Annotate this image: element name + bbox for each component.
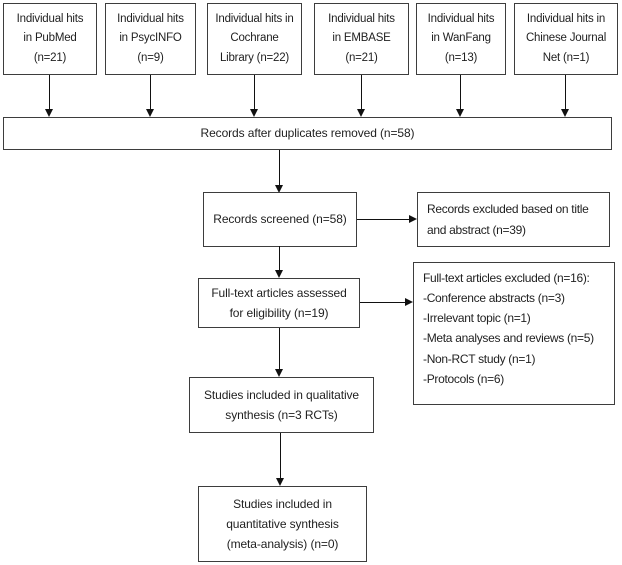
- fulltext-assessed-box: Full-text articles assessed for eligibil…: [198, 278, 360, 328]
- right-arrow-icon: [360, 297, 413, 306]
- down-arrow-icon: [275, 433, 284, 486]
- source-box-cochrane-label: Individual hits in Cochrane Library (n=2…: [215, 13, 294, 64]
- qualitative-synthesis-box: Studies included in qualitative synthesi…: [189, 377, 374, 433]
- down-arrow-icon: [274, 246, 283, 278]
- qualitative-synthesis-label: Studies included in qualitative synthesi…: [203, 387, 359, 422]
- source-box-embase: Individual hits in EMBASE (n=21): [314, 3, 409, 75]
- quantitative-synthesis-box: Studies included in quantitative synthes…: [198, 486, 367, 562]
- source-box-cochrane: Individual hits in Cochrane Library (n=2…: [207, 3, 302, 75]
- down-arrow-icon: [44, 75, 53, 117]
- down-arrow-icon: [249, 75, 258, 117]
- fulltext-excluded-label: Full-text articles excluded (n=16): -Con…: [423, 271, 594, 386]
- down-arrow-icon: [356, 75, 365, 117]
- down-arrow-icon: [560, 75, 569, 117]
- down-arrow-icon: [274, 328, 283, 377]
- records-excluded-label: Records excluded based on title and abst…: [427, 202, 589, 237]
- down-arrow-icon: [145, 75, 154, 117]
- down-arrow-icon: [455, 75, 464, 117]
- fulltext-excluded-box: Full-text articles excluded (n=16): -Con…: [413, 262, 615, 405]
- duplicates-removed-label: Records after duplicates removed (n=58): [200, 126, 415, 141]
- source-box-embase-label: Individual hits in EMBASE (n=21): [328, 13, 395, 64]
- down-arrow-icon: [274, 150, 283, 193]
- source-box-psycinfo-label: Individual hits in PsycINFO (n=9): [117, 13, 184, 64]
- fulltext-assessed-label: Full-text articles assessed for eligibil…: [211, 285, 347, 320]
- right-arrow-icon: [357, 214, 417, 223]
- records-excluded-box: Records excluded based on title and abst…: [417, 192, 610, 247]
- quantitative-synthesis-label: Studies included in quantitative synthes…: [226, 496, 339, 552]
- source-box-pubmed: Individual hits in PubMed (n=21): [3, 3, 97, 75]
- source-box-chinese-journal-net: Individual hits in Chinese Journal Net (…: [514, 3, 618, 75]
- duplicates-removed-box: Records after duplicates removed (n=58): [3, 117, 612, 150]
- records-screened-box: Records screened (n=58): [203, 192, 357, 247]
- source-box-psycinfo: Individual hits in PsycINFO (n=9): [105, 3, 196, 75]
- source-box-chinese-journal-net-label: Individual hits in Chinese Journal Net (…: [525, 13, 607, 64]
- source-box-wanfang: Individual hits in WanFang (n=13): [416, 3, 506, 75]
- records-screened-label: Records screened (n=58): [213, 212, 347, 227]
- source-box-wanfang-label: Individual hits in WanFang (n=13): [427, 13, 495, 64]
- source-box-pubmed-label: Individual hits in PubMed (n=21): [16, 13, 84, 64]
